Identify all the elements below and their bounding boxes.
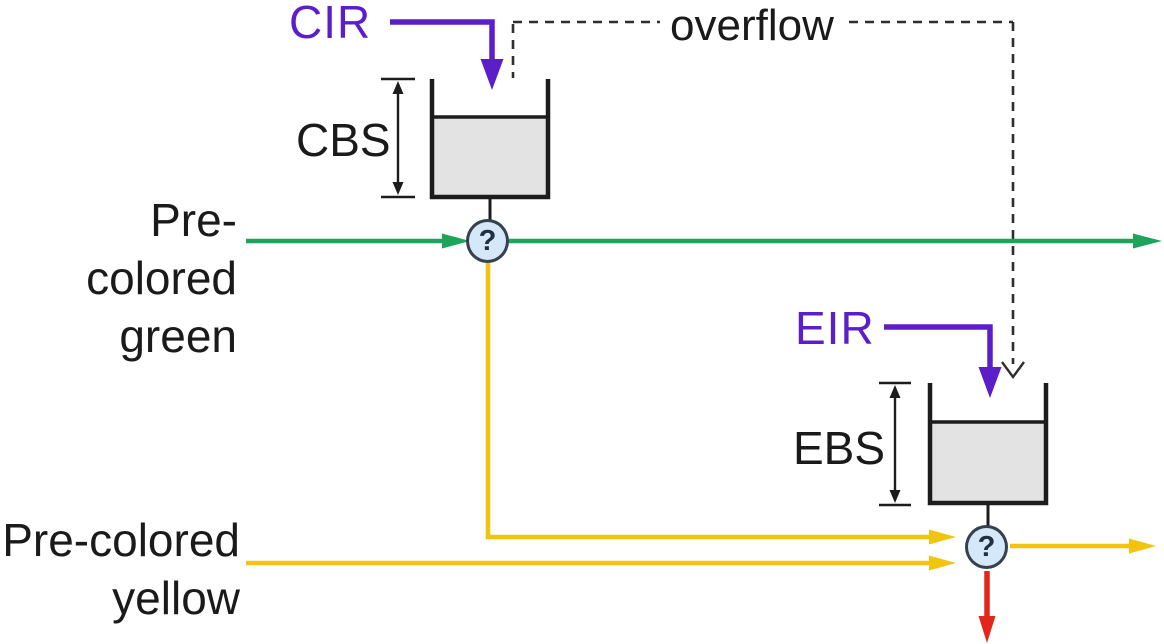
yellow-demoted-elbow-line bbox=[485, 262, 930, 540]
cir-rate-arrow-line bbox=[390, 19, 495, 62]
question-mark-icon: ? bbox=[977, 530, 996, 563]
green-flow-in-arrowhead-icon bbox=[442, 233, 470, 249]
pre-colored-yellow-line2: yellow bbox=[112, 571, 240, 624]
ebs-measure-up-arrowhead-icon bbox=[889, 385, 901, 398]
pre-colored-green-line2: green bbox=[119, 309, 237, 362]
ebs-measure-down-arrowhead-icon bbox=[889, 490, 901, 503]
red-drop-arrowhead-icon bbox=[978, 616, 996, 643]
color-marker-2: ? bbox=[965, 525, 1008, 569]
overflow-open-arrowhead-icon bbox=[1001, 361, 1025, 380]
eir-label: EIR bbox=[795, 302, 875, 354]
yellow-demoted-arrowhead-icon bbox=[929, 529, 956, 545]
cbs-measure-down-arrowhead-icon bbox=[392, 182, 404, 195]
cir-label: CIR bbox=[289, 0, 372, 48]
yellow-flow-out-arrowhead-icon bbox=[1129, 538, 1156, 554]
pre-colored-yellow-label: Pre-colored yellow bbox=[0, 512, 240, 628]
yellow-flow-in-arrowhead-icon bbox=[929, 555, 956, 571]
cir-rate-arrowhead-icon bbox=[480, 59, 504, 90]
committed-bucket-fill bbox=[434, 117, 546, 196]
cbs-label: CBS bbox=[296, 114, 391, 166]
cbs-measure-caps bbox=[381, 77, 415, 199]
pre-colored-yellow-line1: Pre-colored bbox=[2, 514, 240, 566]
ebs-measure-arrow bbox=[879, 381, 911, 507]
committed-bucket bbox=[429, 79, 551, 222]
green-flow-out-arrowhead-icon bbox=[1133, 233, 1162, 249]
excess-bucket bbox=[927, 383, 1049, 528]
question-mark-icon: ? bbox=[478, 224, 497, 257]
eir-rate-arrow-line bbox=[884, 324, 993, 370]
excess-bucket-fill bbox=[932, 422, 1044, 503]
ebs-measure-caps bbox=[879, 381, 911, 507]
pre-colored-green-line1: Pre-colored bbox=[86, 194, 237, 304]
overflow-label: overflow bbox=[660, 0, 844, 54]
color-marker-1: ? bbox=[466, 219, 509, 263]
cbs-measure-up-arrowhead-icon bbox=[392, 81, 404, 94]
cbs-measure-arrow bbox=[381, 77, 415, 199]
pre-colored-green-label: Pre-colored green bbox=[0, 192, 237, 366]
eir-rate-arrowhead-icon bbox=[978, 367, 1002, 398]
ebs-label: EBS bbox=[793, 422, 886, 474]
